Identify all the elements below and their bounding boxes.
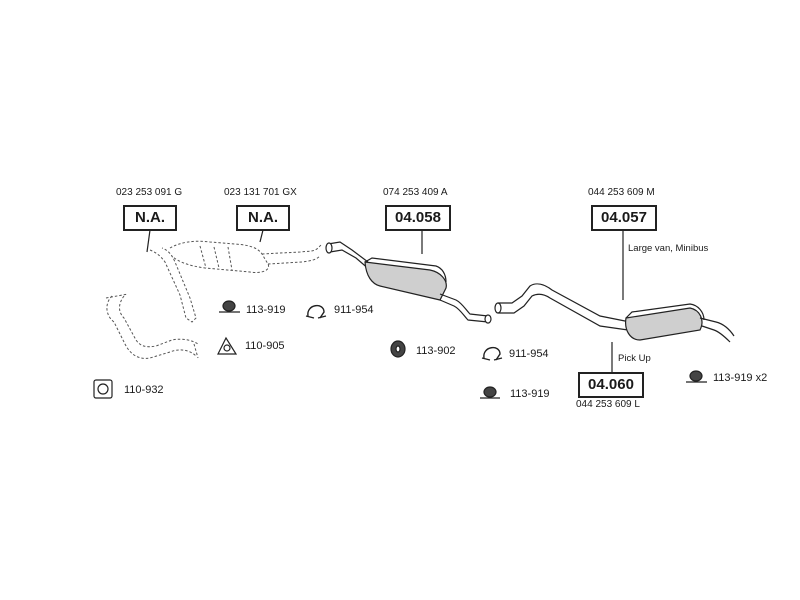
vehicle-note: Pick Up bbox=[618, 353, 651, 364]
accessory-label[interactable]: 110-932 bbox=[124, 384, 164, 396]
leader-lines bbox=[146, 229, 624, 372]
rubber-ring-icon bbox=[390, 340, 406, 358]
part-code-box[interactable]: 04.058 bbox=[385, 205, 451, 231]
accessory-label[interactable]: 113-919 bbox=[510, 388, 550, 400]
square-gasket-icon bbox=[93, 379, 113, 399]
accessory-label[interactable]: 110-905 bbox=[245, 340, 285, 352]
part-number: 044 253 609 M bbox=[588, 187, 655, 198]
downpipe-outline bbox=[105, 293, 199, 359]
middle-silencer bbox=[325, 241, 492, 324]
part-number: 023 253 091 G bbox=[116, 187, 183, 198]
part-number: 023 131 701 GX bbox=[224, 187, 297, 198]
vehicle-note: Large van, Minibus bbox=[628, 243, 709, 254]
triangle-gasket-icon bbox=[217, 336, 238, 355]
part-code-box[interactable]: 04.060 bbox=[578, 372, 644, 398]
front-pipe-outline bbox=[149, 240, 323, 323]
rubber-hanger-icon bbox=[686, 370, 707, 383]
accessory-label[interactable]: 113-919 bbox=[246, 304, 286, 316]
rubber-hanger-icon bbox=[480, 386, 500, 399]
pipe-clamp-icon bbox=[481, 347, 503, 361]
accessory-label[interactable]: 911-954 bbox=[334, 304, 374, 316]
rubber-hanger-icon bbox=[219, 300, 240, 313]
accessory-label[interactable]: 911-954 bbox=[509, 348, 549, 360]
rear-silencer bbox=[494, 283, 735, 343]
pipe-clamp-icon bbox=[305, 305, 327, 319]
part-code-box[interactable]: N.A. bbox=[123, 205, 177, 231]
part-number: 044 253 609 L bbox=[576, 399, 640, 410]
accessory-label[interactable]: 113-919 x2 bbox=[713, 372, 768, 384]
part-code-box[interactable]: N.A. bbox=[236, 205, 290, 231]
part-code-box[interactable]: 04.057 bbox=[591, 205, 657, 231]
part-number: 074 253 409 A bbox=[383, 187, 448, 198]
accessory-label[interactable]: 113-902 bbox=[416, 345, 456, 357]
